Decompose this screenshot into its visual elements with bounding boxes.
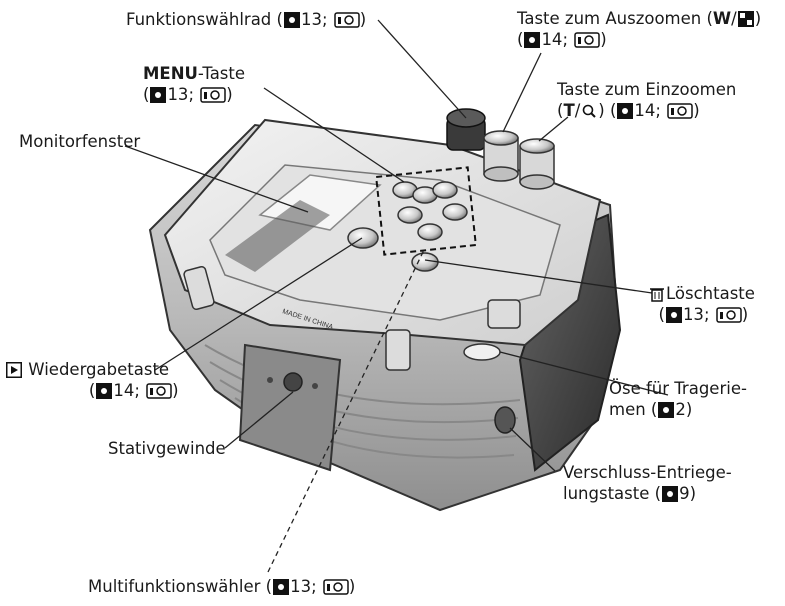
camera-manual-icon — [574, 32, 600, 48]
page-reference-icon — [150, 87, 167, 103]
zoom-out-button — [483, 130, 519, 182]
play-icon — [6, 362, 22, 378]
label-einzoomen: Taste zum Einzoomen (T/) (14; ) — [557, 80, 737, 120]
label-auszoomen: Taste zum Auszoomen (W/) (14; ) — [517, 9, 762, 49]
tripod-socket — [283, 372, 303, 392]
page-reference-icon — [524, 32, 541, 48]
label-funktionswahlrad: Funktionswählrad (13; ) — [126, 10, 367, 29]
page-reference-icon — [96, 383, 113, 399]
leader-lines — [124, 19, 669, 573]
control-buttons — [347, 181, 468, 272]
camera-manual-icon — [200, 87, 226, 103]
camera-manual-icon — [716, 307, 742, 323]
multi-selector-highlight — [375, 166, 477, 256]
camera-manual-icon — [334, 12, 360, 28]
camera-manual-icon — [146, 383, 172, 399]
inner-strap — [225, 200, 330, 272]
camera-manual-icon — [323, 579, 349, 595]
label-monitorfenster: Monitorfenster — [19, 132, 141, 151]
tripod-plate — [238, 343, 342, 472]
shutter-release-knob — [494, 406, 516, 434]
page-reference-icon — [283, 12, 300, 28]
page-reference-icon — [662, 486, 679, 502]
label-loeschtaste: Löschtaste (13; ) — [648, 284, 755, 324]
camera-manual-icon — [667, 103, 693, 119]
label-stativgewinde: Stativgewinde — [108, 439, 226, 458]
label-menu-taste: MENU-Taste (13; ) — [143, 64, 246, 104]
label-verschluss: Verschluss-Entriege- lungstaste (9) — [563, 463, 732, 503]
page-reference-icon — [658, 402, 675, 418]
page-reference-icon — [617, 103, 634, 119]
zoom-in-magnifier-icon — [582, 104, 596, 118]
strap-eyelet — [463, 343, 501, 361]
trash-icon — [650, 288, 664, 302]
housing-right-side — [518, 213, 622, 472]
left-clip — [183, 265, 215, 311]
mode-dial — [446, 108, 486, 151]
page-reference-icon — [273, 579, 290, 595]
page-reference-icon — [665, 307, 682, 323]
label-oese: Öse für Tragerie- men (2) — [609, 379, 747, 419]
label-wiedergabetaste: Wiedergabetaste (14; ) — [5, 360, 179, 400]
zoom-in-button — [519, 138, 555, 190]
bottom-clip — [385, 329, 411, 371]
zoom-out-thumbnail-icon — [737, 11, 754, 27]
right-clip — [487, 299, 521, 329]
label-multifunktion: Multifunktionswähler (13; ) — [88, 577, 356, 596]
